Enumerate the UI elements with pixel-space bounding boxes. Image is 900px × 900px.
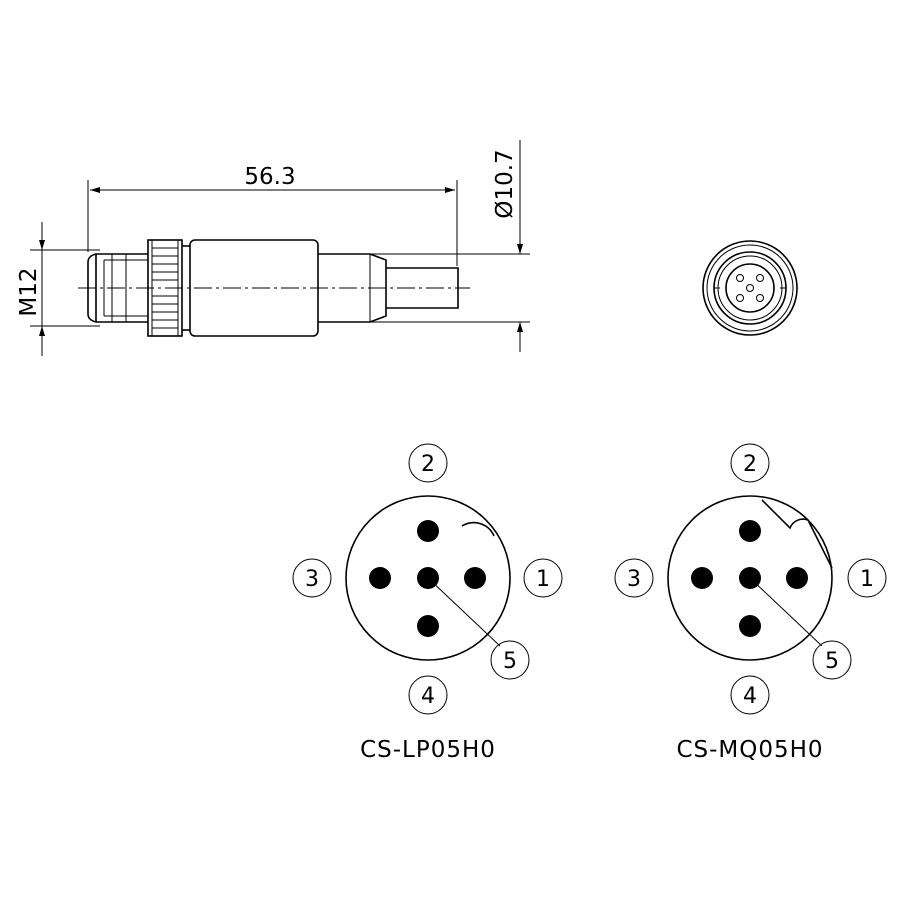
pin-label-2: 2 <box>743 452 757 477</box>
thread-dimension-label: M12 <box>16 267 42 316</box>
pinout-diagram-cs-lp05h0 <box>292 443 563 715</box>
pinout-diagram-cs-mq05h0 <box>614 443 887 715</box>
pin-label-3: 3 <box>627 567 641 592</box>
pin-contact <box>464 567 486 589</box>
pin-label-2: 2 <box>421 452 435 477</box>
pin-contact <box>417 615 439 637</box>
pin-contact <box>417 520 439 542</box>
pin-contact <box>786 567 808 589</box>
connector-side-view <box>30 140 530 356</box>
pin-label-4: 4 <box>743 684 757 709</box>
pin-label-1: 1 <box>536 567 550 592</box>
pin-contact <box>369 567 391 589</box>
pin-label-5: 5 <box>503 649 517 674</box>
pin-label-3: 3 <box>305 567 319 592</box>
connector-caption: CS-LP05H0 <box>360 737 496 763</box>
knurling <box>151 240 179 336</box>
connector-caption: CS-MQ05H0 <box>676 737 823 763</box>
length-dimension-label: 56.3 <box>244 164 295 190</box>
pin-label-1: 1 <box>860 567 874 592</box>
pin-label-4: 4 <box>421 684 435 709</box>
pin-contact <box>739 615 761 637</box>
pin-contact <box>739 520 761 542</box>
pin-label-5: 5 <box>825 649 839 674</box>
diameter-dimension-label: Ø10.7 <box>492 149 518 218</box>
connector-front-view <box>702 240 798 336</box>
pin-contact <box>691 567 713 589</box>
